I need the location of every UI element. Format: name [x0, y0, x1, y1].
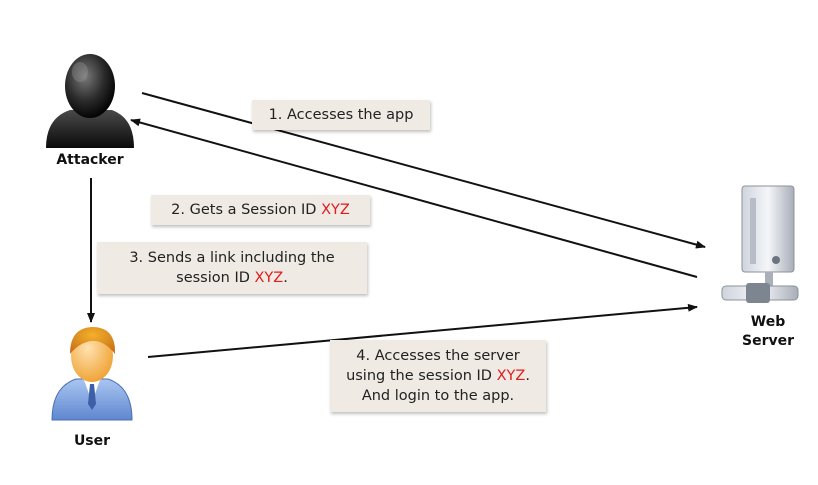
step-1-text: 1. Accesses the app — [268, 107, 414, 123]
step-2-label: 2. Gets a Session ID XYZ — [151, 195, 370, 225]
attacker-label: Attacker — [56, 152, 124, 168]
web-server-label: Web Server — [718, 313, 818, 351]
step-3-line-2: session ID XYZ. — [176, 268, 288, 288]
user-label: User — [73, 433, 111, 449]
step-4-line-2-post: . — [525, 368, 530, 384]
arrow-step-4 — [147, 303, 698, 358]
step-4-line-2-pre: using the session ID — [346, 368, 497, 384]
step-4-line-1: 4. Accesses the server — [356, 348, 520, 364]
step-2-session-id: XYZ — [321, 202, 350, 218]
arrow-step-2 — [130, 118, 698, 278]
web-server-icon — [721, 185, 799, 303]
step-2-line: 2. Gets a Session ID XYZ — [171, 200, 350, 220]
step-4-line-3: And login to the app. — [361, 388, 515, 404]
step-3-label: 3. Sends a link including the session ID… — [97, 242, 367, 294]
step-4-session-id: XYZ — [496, 368, 526, 384]
step-3-line-1: 3. Sends a link including the — [129, 250, 335, 266]
user-icon — [51, 327, 133, 421]
web-server-label-line1: Web — [750, 314, 786, 330]
step-1-label: 1. Accesses the app — [252, 100, 430, 130]
step-4-label: 4. Accesses the server using the session… — [330, 340, 546, 412]
attacker-icon — [46, 54, 134, 148]
step-3-line-2-pre: session ID — [176, 270, 255, 286]
step-4-line-2: using the session ID XYZ. — [346, 366, 530, 386]
step-2-text: 2. Gets a Session ID — [171, 202, 322, 218]
step-3-session-id: XYZ — [254, 270, 284, 286]
web-server-label-line2: Server — [741, 333, 794, 349]
arrow-step-1 — [141, 92, 706, 249]
step-3-line-2-post: . — [283, 270, 288, 286]
